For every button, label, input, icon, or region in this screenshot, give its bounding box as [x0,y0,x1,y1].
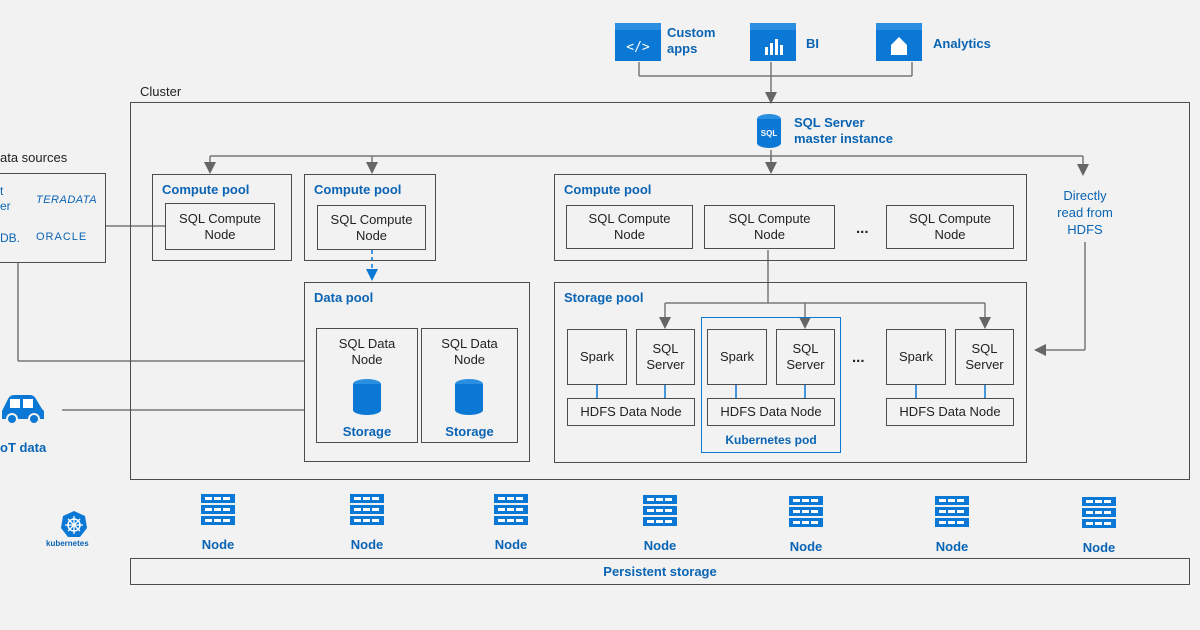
server-icon [350,494,384,528]
cluster-container [130,102,1190,480]
compute-pool-2-label: Compute pool [314,182,402,197]
cluster-label: Cluster [140,84,182,99]
kubernetes-pod [701,317,841,453]
sql-data-node-2 [421,328,518,443]
node-label: Node [494,537,528,552]
node-label: Node [789,539,823,554]
compute-pool-1-label: Compute pool [162,182,250,197]
kubernetes-label: kubernetes [46,539,89,548]
spark-node: Spark [886,329,946,385]
server-icon [789,496,823,530]
sql-data-node-1-label: SQL Data Node [338,336,396,367]
server-icon [1082,497,1116,531]
data-sources-title: ata sources [0,150,68,165]
sql-server-node: SQL Server [955,329,1014,385]
compute-pool-1 [152,174,292,261]
compute-pool-2 [304,174,436,261]
directly-read-label: Directly read from HDFS [1057,188,1113,237]
data-source-fragment-3: DB. [0,231,21,245]
teradata-logo: TERADATA [36,194,98,206]
data-source-fragment-1: t [0,184,4,198]
oracle-logo: ORACLE [36,231,88,243]
node-label: Node [935,539,969,554]
compute-pool-3-label: Compute pool [564,182,652,197]
node-label: Node [643,538,677,553]
spark-node: Spark [707,329,767,385]
compute-pool-3 [554,174,1027,261]
sql-compute-node: SQL Compute Node [704,205,835,249]
server-icon [935,496,969,530]
persistent-storage-label: Persistent storage [603,564,717,579]
node-label: Node [350,537,384,552]
bar-chart-window-icon [750,23,796,61]
storage-pool-label: Storage pool [564,290,644,305]
home-window-icon [876,23,922,61]
data-sources-box [0,173,106,263]
sql-data-node-2-label: SQL Data Node [441,336,498,367]
sql-compute-node: SQL Compute Node [165,203,275,250]
hdfs-data-node: HDFS Data Node [707,398,835,426]
data-pool-label: Data pool [314,290,374,305]
car-icon [0,393,46,425]
ellipsis: ... [856,220,869,237]
sql-data-node-1 [316,328,418,443]
server-icon [643,495,677,529]
master-instance-label: SQL Server master instance [794,115,893,146]
svg-text:</>: </> [626,40,650,55]
analytics-label: Analytics [933,36,991,51]
hdfs-data-node: HDFS Data Node [886,398,1014,426]
kubernetes-icon [60,510,88,538]
bi-label: BI [806,36,819,51]
sql-compute-node: SQL Compute Node [886,205,1014,249]
custom-apps-label: Custom apps [667,25,716,56]
persistent-storage-bar: Persistent storage [130,558,1190,585]
sql-compute-node: SQL Compute Node [566,205,693,249]
sql-server-node: SQL Server [636,329,695,385]
storage-label-2: Storage [445,424,494,439]
database-icon-text: SQL [761,129,778,138]
spark-node: Spark [567,329,627,385]
sql-server-node: SQL Server [776,329,835,385]
data-pool [304,282,530,462]
node-label: Node [201,537,235,552]
ellipsis: ... [852,349,865,366]
storage-icon [453,378,485,416]
hdfs-data-node: HDFS Data Node [567,398,695,426]
storage-label-1: Storage [342,424,392,439]
data-source-fragment-2: er [0,199,11,213]
node-label: Node [1082,540,1116,555]
server-icon [494,494,528,528]
kubernetes-pod-label: Kubernetes pod [725,433,817,447]
sql-compute-node: SQL Compute Node [317,205,426,250]
iot-data-label: oT data [0,440,47,455]
storage-pool [554,282,1027,463]
database-icon: SQL [755,113,783,149]
server-icon [201,494,235,528]
code-window-icon: </> [615,23,661,61]
storage-icon [351,378,383,416]
